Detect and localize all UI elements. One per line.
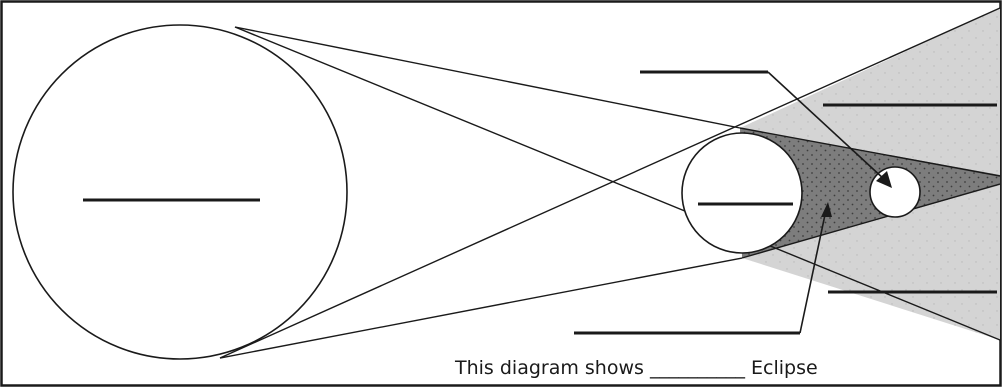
ray-lower-umbra — [741, 183, 1001, 259]
ray-cross-down — [234, 26, 1001, 341]
pointer-lines — [767, 71, 886, 334]
ray-lower-outer — [219, 257, 743, 359]
label-blanks — [83, 70, 997, 335]
light-rays — [219, 7, 1001, 359]
ray-upper-umbra — [739, 127, 1001, 177]
ray-upper-outer — [234, 26, 741, 129]
moon-pointer-line — [767, 71, 886, 181]
sun-circle — [12, 24, 348, 360]
moon-arrow-icon — [876, 171, 892, 188]
diagram-caption: This diagram shows __________ Eclipse — [454, 357, 818, 379]
moon-circle — [869, 166, 921, 218]
earth-circle — [681, 132, 803, 254]
umbra-pointer-line — [799, 209, 827, 334]
umbra-arrow-icon — [821, 202, 832, 217]
ray-cross-up — [219, 7, 1001, 359]
